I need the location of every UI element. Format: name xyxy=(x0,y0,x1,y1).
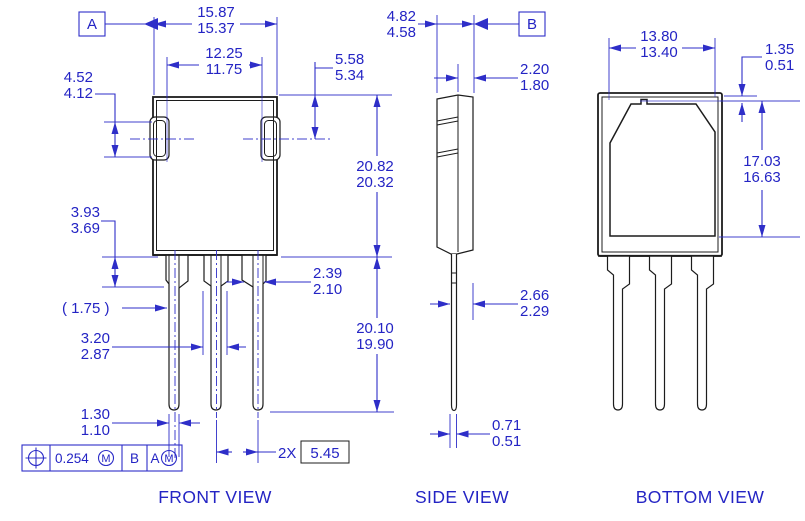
body-length-max: 20.82 xyxy=(356,158,394,175)
neck-length-min: 3.69 xyxy=(71,220,100,237)
front-lead-3 xyxy=(241,255,267,411)
front-view xyxy=(149,96,281,411)
front-lead-1 xyxy=(165,255,189,411)
datum-b-triangle xyxy=(474,18,488,30)
lead-pitch-prefix: 2X xyxy=(278,445,296,462)
front-dimensions: 15.87 15.37 A 12.25 11.75 4.52 4.12 5.58… xyxy=(21,4,394,472)
body-thickness-max: 4.82 xyxy=(387,8,416,25)
view-labels: FRONT VIEW SIDE VIEW BOTTOM VIEW xyxy=(158,487,764,507)
front-body-outline xyxy=(152,96,278,256)
notch-spacing-min: 11.75 xyxy=(206,61,242,78)
pad-length-min: 16.63 xyxy=(743,169,781,186)
side-dimensions: 4.82 4.58 B 2.20 1.80 2.66 2.29 0.71 0.5… xyxy=(387,8,549,450)
feature-control-frame: 0.254 M B A M xyxy=(21,444,183,472)
bottom-view-label: BOTTOM VIEW xyxy=(636,487,765,507)
lead-base-min: 2.87 xyxy=(81,346,110,363)
bottom-body-inner-edge xyxy=(601,96,719,253)
neck-length-max: 3.93 xyxy=(71,204,100,221)
lead-offset-ref: ( 1.75 ) xyxy=(62,300,110,317)
lead-thickness-max: 0.71 xyxy=(492,417,521,434)
shoulder-width-min: 2.10 xyxy=(313,281,342,298)
side-view-label: SIDE VIEW xyxy=(415,487,509,507)
lead-thickness-extension-lines xyxy=(449,414,457,448)
notch-spacing-extension-lines-inside xyxy=(166,97,263,162)
front-view-label: FRONT VIEW xyxy=(158,487,272,507)
lead-thickness-min: 0.51 xyxy=(492,433,521,450)
pad-width-max: 13.80 xyxy=(640,28,678,45)
datum-b-label: B xyxy=(527,16,537,33)
body-thickness-min: 4.58 xyxy=(387,24,416,41)
fcf-modifier-letter: M xyxy=(101,453,110,465)
side-lead-crimp-marks xyxy=(451,272,457,284)
fcf-secondary-modifier-letter: M xyxy=(164,453,173,465)
fcf-primary-datum: B xyxy=(130,451,139,466)
fcf-secondary-datum: A xyxy=(150,451,159,466)
top-to-notch-max: 5.58 xyxy=(335,51,364,68)
notch-height-leader xyxy=(95,93,116,122)
pad-offset-max: 1.35 xyxy=(765,41,794,58)
tab-thickness-min: 1.80 xyxy=(520,77,549,94)
basic-dim-box xyxy=(300,440,350,464)
mmc-modifier-icon xyxy=(97,449,115,467)
front-lead-2-face-lines xyxy=(210,255,222,286)
notch-height-max: 4.52 xyxy=(64,69,93,86)
front-lead-3-face-lines xyxy=(252,255,264,287)
lead-base-max: 3.20 xyxy=(81,330,110,347)
thickness-extension-lines xyxy=(436,15,475,93)
bottom-lead-2 xyxy=(648,256,673,411)
neck-length-extension-lines xyxy=(102,256,164,288)
pad-width-min: 13.40 xyxy=(640,44,678,61)
lead-width-max: 1.30 xyxy=(81,406,110,423)
bottom-lead-3 xyxy=(690,256,715,411)
lead-length-max: 20.10 xyxy=(356,320,394,337)
lead-pitch-value: 5.45 xyxy=(310,445,339,462)
pad-width-extension-lines-inside xyxy=(608,92,716,100)
notch-height-min: 4.12 xyxy=(64,85,93,102)
neck-length-leader xyxy=(101,220,116,257)
side-lead xyxy=(450,254,458,412)
lead-setback-max: 2.66 xyxy=(520,287,549,304)
pad-offset-min: 0.51 xyxy=(765,57,794,74)
side-tab-lines xyxy=(436,116,459,158)
bottom-view xyxy=(597,92,723,411)
shoulder-width-max: 2.39 xyxy=(313,265,342,282)
lead-pitch-extension-lines xyxy=(216,420,259,463)
datum-a-label: A xyxy=(87,16,97,33)
side-view xyxy=(436,94,474,412)
pad-length-max: 17.03 xyxy=(743,153,781,170)
length-extension-lines xyxy=(270,94,394,413)
overall-width-max: 15.87 xyxy=(197,4,235,21)
bottom-exposed-pad xyxy=(609,98,716,237)
lead-centerlines xyxy=(174,250,259,460)
lead-setback-min: 2.29 xyxy=(520,303,549,320)
front-lead-2 xyxy=(203,255,229,411)
bottom-dimensions: 13.80 13.40 1.35 0.51 17.03 16.63 xyxy=(608,28,800,238)
position-symbol-icon xyxy=(25,447,47,469)
datum-a-triangle xyxy=(144,18,158,30)
lead-width-min: 1.10 xyxy=(81,422,110,439)
notch-spacing-max: 12.25 xyxy=(205,45,243,62)
mmc-modifier-2-icon xyxy=(160,449,178,467)
side-body-silhouette xyxy=(436,94,474,255)
top-to-notch-min: 5.34 xyxy=(335,67,364,84)
tab-thickness-max: 2.20 xyxy=(520,61,549,78)
body-length-min: 20.32 xyxy=(356,174,394,191)
fcf-cell-dividers xyxy=(49,445,148,471)
overall-width-extension-lines xyxy=(153,17,278,95)
bottom-lead-1 xyxy=(606,256,631,411)
overall-width-min: 15.37 xyxy=(197,20,235,37)
fcf-tolerance: 0.254 xyxy=(55,451,89,466)
lead-length-min: 19.90 xyxy=(356,336,394,353)
front-lead-1-face-lines xyxy=(168,255,180,288)
fcf-frame xyxy=(21,444,183,472)
pad-offset-leader xyxy=(738,56,762,96)
front-body-inner-edge xyxy=(156,100,274,251)
